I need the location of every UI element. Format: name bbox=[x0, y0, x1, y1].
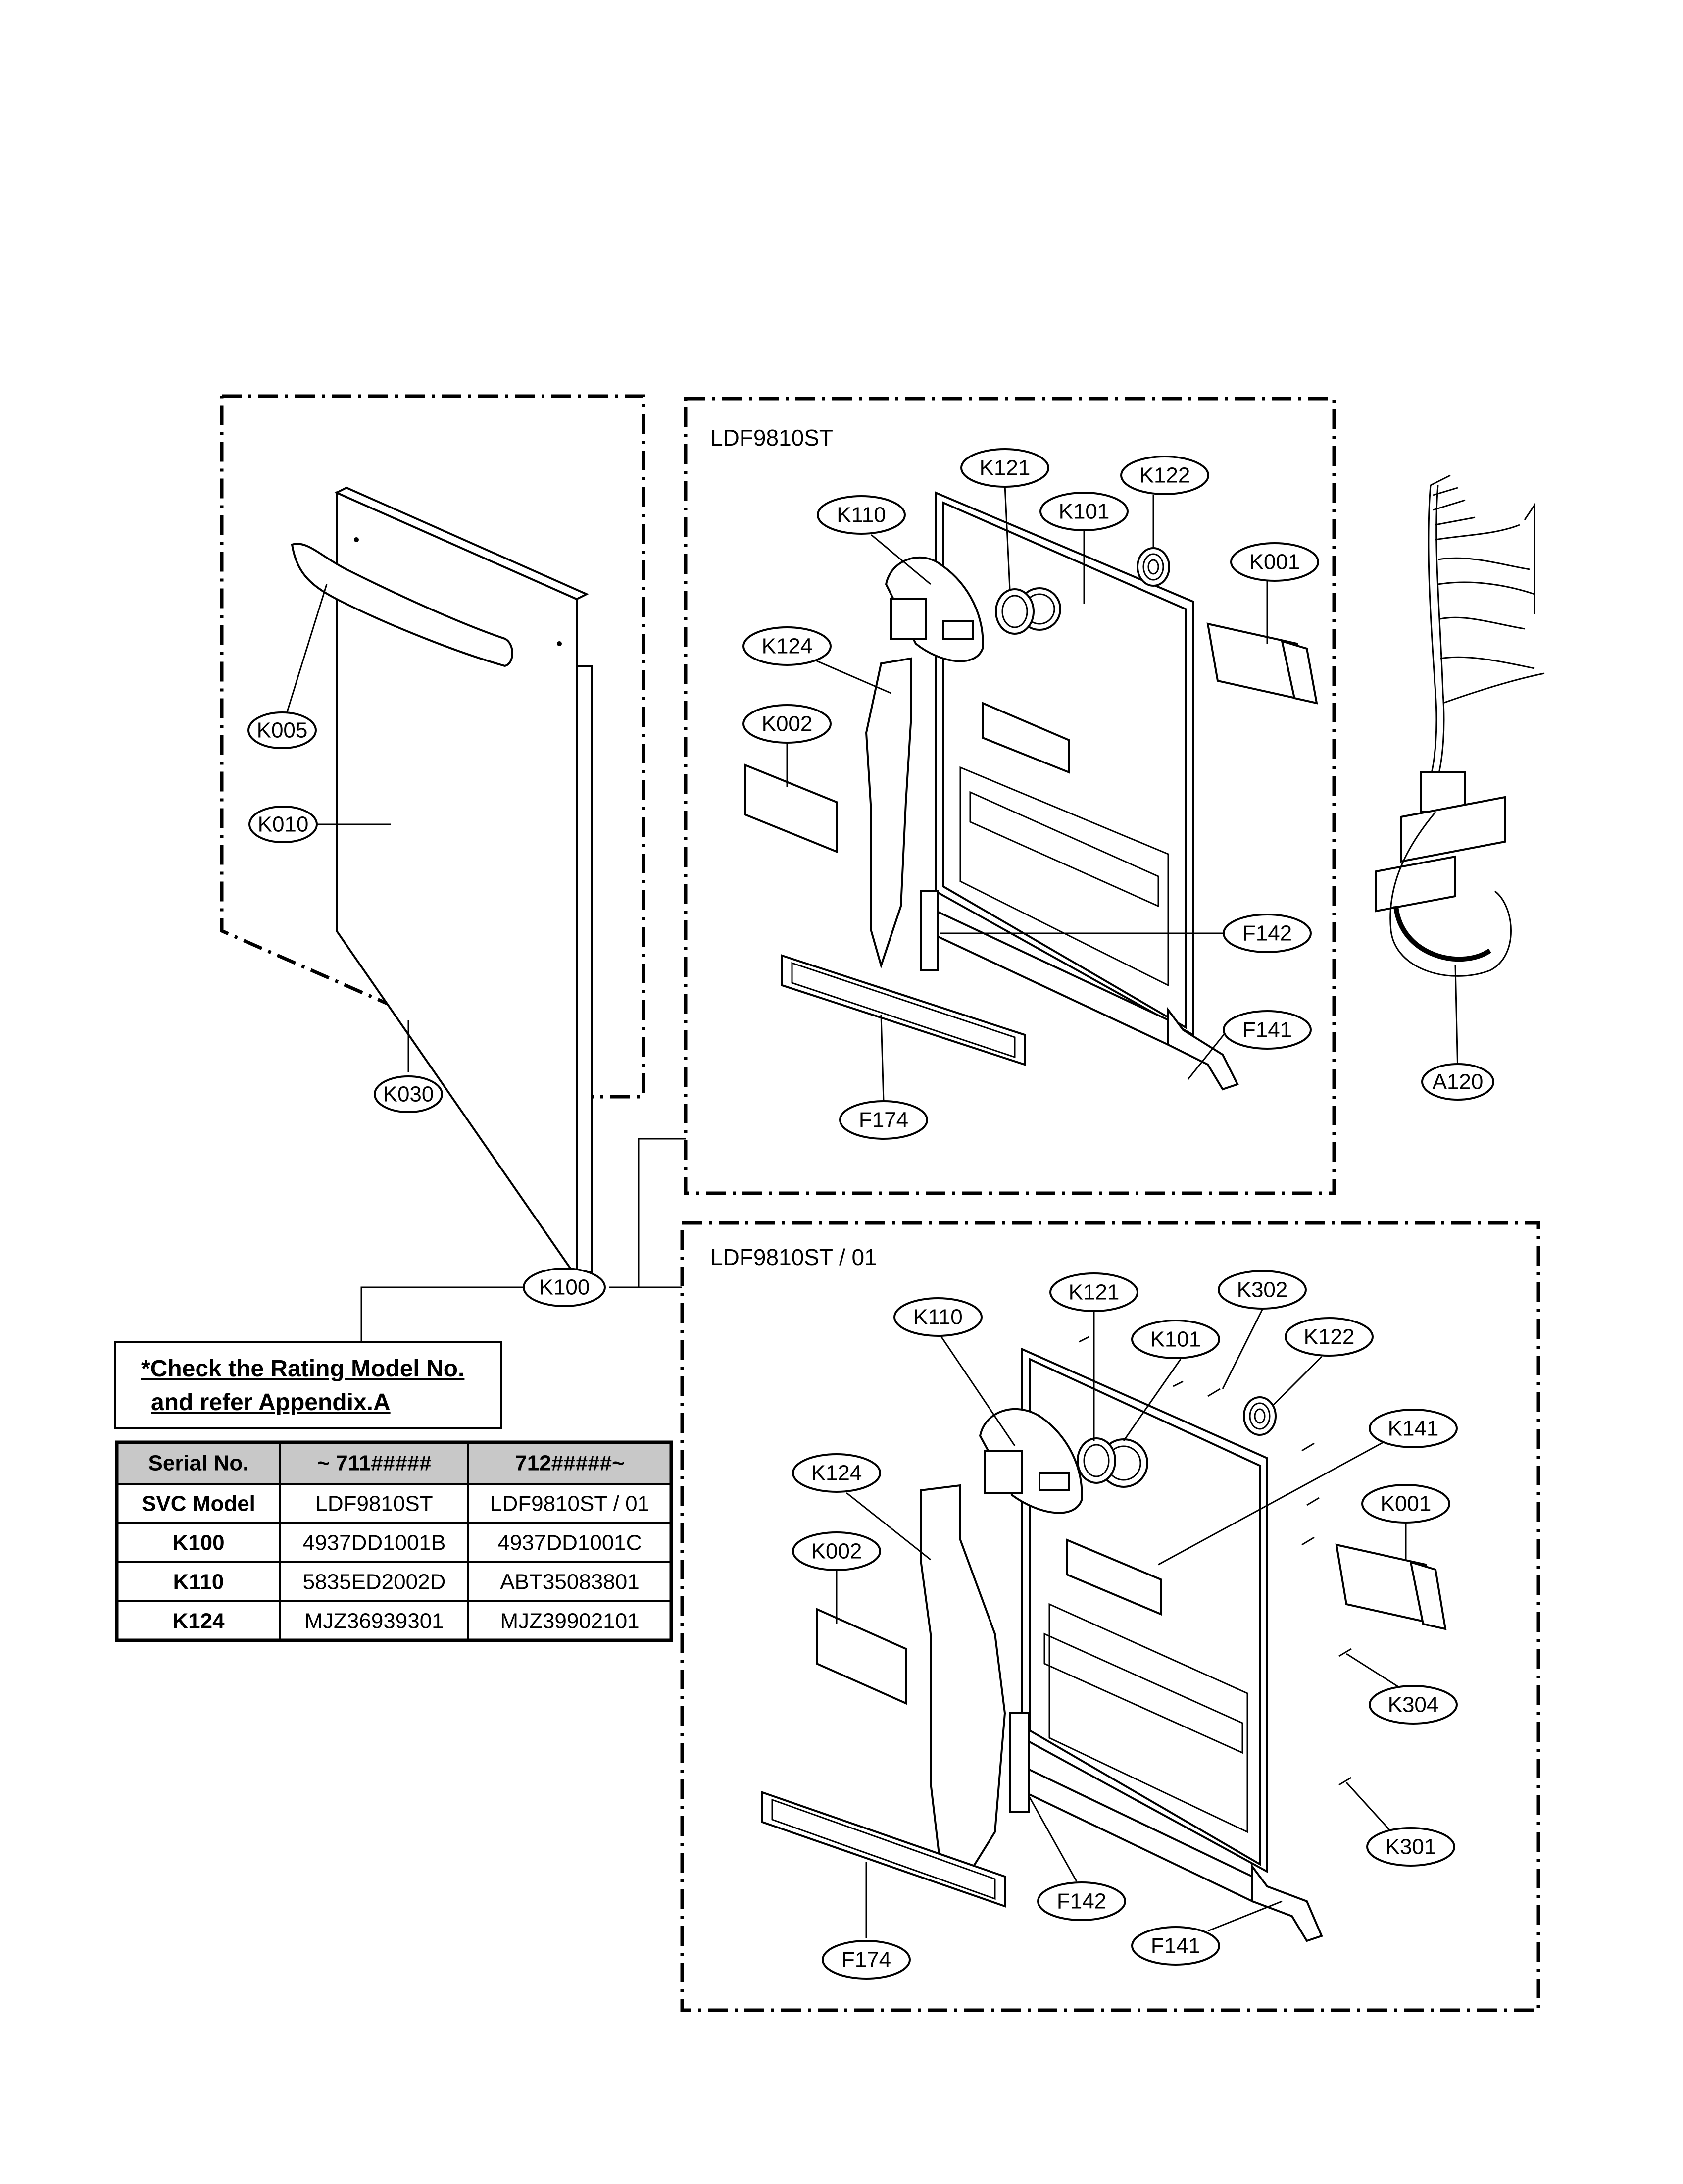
service-model-table: Serial No. ~ 711##### 712#####~ SVC Mode… bbox=[115, 1440, 673, 1642]
table-cell: MJZ39902101 bbox=[500, 1609, 639, 1633]
table-cell: K110 bbox=[173, 1570, 224, 1594]
callout-bottom-k122: K122 bbox=[1285, 1317, 1374, 1357]
callout-top-k002: K002 bbox=[742, 704, 832, 744]
table-cell: 4937DD1001B bbox=[303, 1531, 446, 1555]
svg-text:K005: K005 bbox=[257, 718, 308, 743]
callout-bottom-k002: K002 bbox=[792, 1531, 881, 1571]
svg-text:K002: K002 bbox=[811, 1539, 862, 1564]
svg-text:K100: K100 bbox=[539, 1275, 590, 1300]
callout-bottom-f141: F141 bbox=[1131, 1926, 1220, 1966]
callout-top-f174: F174 bbox=[839, 1100, 928, 1140]
callout-bottom-k302: K302 bbox=[1218, 1270, 1307, 1310]
callout-top-k101: K101 bbox=[1040, 492, 1129, 531]
svg-text:K124: K124 bbox=[762, 634, 813, 659]
svg-text:K301: K301 bbox=[1386, 1835, 1436, 1859]
leader-lines bbox=[281, 485, 1459, 1938]
note-line-1: *Check the Rating Model No. bbox=[141, 1356, 464, 1382]
callout-k005: K005 bbox=[248, 711, 317, 749]
svg-text:K122: K122 bbox=[1304, 1325, 1355, 1349]
table-cell: 4937DD1001C bbox=[497, 1531, 642, 1555]
callout-bottom-k121: K121 bbox=[1049, 1272, 1138, 1312]
svg-text:K110: K110 bbox=[837, 503, 886, 527]
table-cell: LDF9810ST bbox=[315, 1492, 433, 1516]
callout-bottom-k101: K101 bbox=[1131, 1320, 1220, 1359]
svg-text:K124: K124 bbox=[811, 1461, 862, 1485]
svg-text:F142: F142 bbox=[1242, 921, 1292, 946]
svg-text:K304: K304 bbox=[1388, 1693, 1439, 1717]
callout-bottom-k001: K001 bbox=[1361, 1484, 1450, 1524]
svg-text:K001: K001 bbox=[1249, 550, 1300, 574]
bottom-section-title: LDF9810ST / 01 bbox=[710, 1244, 877, 1270]
table-cell: SVC Model bbox=[142, 1492, 255, 1516]
callout-k100: K100 bbox=[523, 1268, 606, 1307]
svg-text:F141: F141 bbox=[1151, 1934, 1200, 1958]
rating-model-note: *Check the Rating Model No. and refer Ap… bbox=[114, 1341, 502, 1429]
callout-top-f141: F141 bbox=[1223, 1010, 1312, 1050]
outer-door-panel bbox=[291, 486, 593, 1281]
svg-text:K030: K030 bbox=[383, 1082, 434, 1107]
callout-top-f142: F142 bbox=[1223, 914, 1312, 953]
callout-bottom-k110: K110 bbox=[893, 1297, 983, 1337]
callout-bottom-k124: K124 bbox=[792, 1453, 881, 1493]
wire-harness bbox=[1375, 474, 1545, 977]
callout-bottom-k141: K141 bbox=[1369, 1409, 1458, 1448]
top-inner-door-assembly bbox=[744, 491, 1318, 1091]
callout-k030: K030 bbox=[374, 1075, 443, 1113]
callout-bottom-f142: F142 bbox=[1037, 1881, 1126, 1921]
callout-top-k121: K121 bbox=[960, 448, 1049, 488]
svg-text:K001: K001 bbox=[1381, 1492, 1432, 1516]
svg-text:K302: K302 bbox=[1237, 1278, 1288, 1302]
table-cell: 5835ED2002D bbox=[303, 1570, 446, 1594]
svg-text:A120: A120 bbox=[1433, 1070, 1484, 1094]
table-header-serial: Serial No. bbox=[148, 1451, 249, 1475]
callout-top-k001: K001 bbox=[1230, 542, 1319, 582]
table-cell: K124 bbox=[172, 1609, 225, 1633]
table-header-col-2: 712#####~ bbox=[515, 1451, 624, 1475]
callout-top-k110: K110 bbox=[817, 495, 906, 535]
svg-text:K101: K101 bbox=[1150, 1327, 1201, 1352]
callout-bottom-k301: K301 bbox=[1366, 1827, 1455, 1867]
svg-text:K002: K002 bbox=[762, 712, 813, 736]
top-section-title: LDF9810ST bbox=[710, 425, 833, 451]
callout-bottom-f174: F174 bbox=[822, 1940, 911, 1980]
svg-text:K141: K141 bbox=[1388, 1417, 1439, 1441]
bottom-inner-door-box bbox=[680, 1221, 1540, 2012]
svg-text:K101: K101 bbox=[1059, 500, 1110, 524]
svg-text:K121: K121 bbox=[980, 456, 1031, 480]
svg-text:F141: F141 bbox=[1242, 1018, 1292, 1042]
table-cell: K100 bbox=[172, 1531, 224, 1555]
callout-k010: K010 bbox=[248, 806, 318, 843]
svg-text:F174: F174 bbox=[842, 1948, 891, 1972]
svg-text:F174: F174 bbox=[859, 1108, 908, 1132]
svg-text:K122: K122 bbox=[1139, 463, 1190, 488]
callout-top-k124: K124 bbox=[742, 626, 832, 666]
table-cell: ABT35083801 bbox=[500, 1570, 639, 1594]
table-cell: LDF9810ST / 01 bbox=[490, 1492, 649, 1516]
svg-text:F142: F142 bbox=[1057, 1889, 1106, 1914]
note-line-2: and refer Appendix.A bbox=[151, 1389, 391, 1416]
svg-text:K010: K010 bbox=[258, 813, 309, 837]
svg-text:K110: K110 bbox=[913, 1305, 963, 1329]
table-cell: MJZ36939301 bbox=[304, 1609, 444, 1633]
bottom-inner-door-assembly bbox=[761, 1336, 1447, 1942]
top-inner-door-box bbox=[684, 397, 1336, 1195]
callout-a120: A120 bbox=[1421, 1063, 1494, 1101]
callout-top-k122: K122 bbox=[1120, 456, 1209, 495]
svg-text:K121: K121 bbox=[1069, 1280, 1120, 1305]
table-header-col-1: ~ 711##### bbox=[317, 1451, 431, 1475]
callout-bottom-k304: K304 bbox=[1369, 1685, 1458, 1725]
